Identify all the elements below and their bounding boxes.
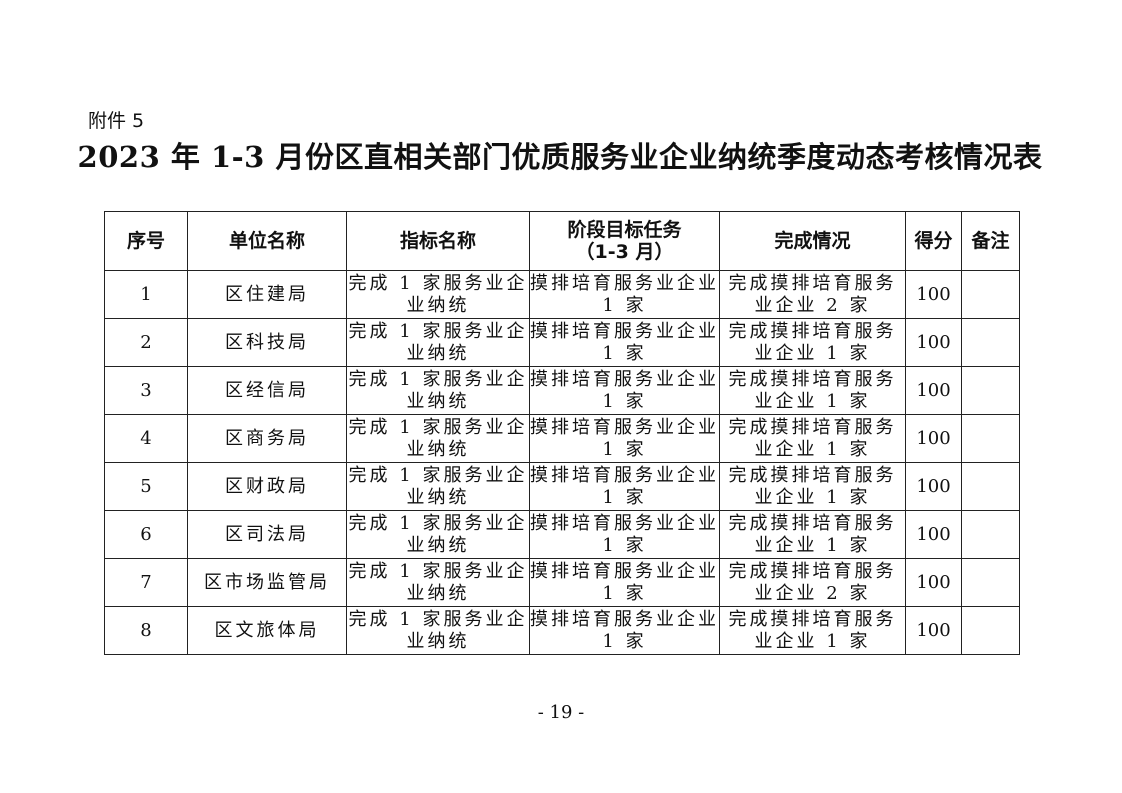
table-row: 4 区商务局 完成 1 家服务业企业纳统 摸排培育服务业企业 1 家 完成摸排培… xyxy=(104,414,1020,463)
cell-seq: 7 xyxy=(104,558,188,607)
cell-score: 100 xyxy=(905,366,962,415)
header-score: 得分 xyxy=(905,211,962,271)
page-title: 2023 年 1-3 月份区直相关部门优质服务业企业纳统季度动态考核情况表 xyxy=(77,140,1043,174)
cell-remark xyxy=(961,510,1020,559)
cell-seq: 1 xyxy=(104,270,188,319)
cell-remark xyxy=(961,558,1020,607)
cell-target: 摸排培育服务业企业 1 家 xyxy=(529,558,720,607)
cell-unit: 区科技局 xyxy=(187,318,347,367)
cell-seq: 3 xyxy=(104,366,188,415)
table-row: 5 区财政局 完成 1 家服务业企业纳统 摸排培育服务业企业 1 家 完成摸排培… xyxy=(104,462,1020,511)
header-seq: 序号 xyxy=(104,211,188,271)
header-remark: 备注 xyxy=(961,211,1020,271)
cell-score: 100 xyxy=(905,270,962,319)
page-number: - 19 - xyxy=(537,702,585,723)
cell-completion: 完成摸排培育服务业企业 1 家 xyxy=(719,366,906,415)
header-indicator: 指标名称 xyxy=(346,211,530,271)
cell-seq: 4 xyxy=(104,414,188,463)
cell-indicator: 完成 1 家服务业企业纳统 xyxy=(346,414,530,463)
cell-score: 100 xyxy=(905,606,962,655)
cell-score: 100 xyxy=(905,462,962,511)
cell-completion: 完成摸排培育服务业企业 2 家 xyxy=(719,270,906,319)
cell-indicator: 完成 1 家服务业企业纳统 xyxy=(346,462,530,511)
cell-completion: 完成摸排培育服务业企业 1 家 xyxy=(719,318,906,367)
cell-unit: 区司法局 xyxy=(187,510,347,559)
cell-remark xyxy=(961,318,1020,367)
cell-remark xyxy=(961,270,1020,319)
cell-seq: 2 xyxy=(104,318,188,367)
cell-indicator: 完成 1 家服务业企业纳统 xyxy=(346,510,530,559)
cell-completion: 完成摸排培育服务业企业 1 家 xyxy=(719,462,906,511)
cell-completion: 完成摸排培育服务业企业 1 家 xyxy=(719,414,906,463)
cell-target: 摸排培育服务业企业 1 家 xyxy=(529,270,720,319)
cell-target: 摸排培育服务业企业 1 家 xyxy=(529,462,720,511)
cell-indicator: 完成 1 家服务业企业纳统 xyxy=(346,366,530,415)
cell-unit: 区市场监管局 xyxy=(187,558,347,607)
header-unit: 单位名称 xyxy=(187,211,347,271)
cell-remark xyxy=(961,606,1020,655)
cell-completion: 完成摸排培育服务业企业 1 家 xyxy=(719,606,906,655)
cell-seq: 6 xyxy=(104,510,188,559)
cell-remark xyxy=(961,414,1020,463)
cell-unit: 区财政局 xyxy=(187,462,347,511)
cell-unit: 区住建局 xyxy=(187,270,347,319)
cell-indicator: 完成 1 家服务业企业纳统 xyxy=(346,606,530,655)
cell-target: 摸排培育服务业企业 1 家 xyxy=(529,606,720,655)
cell-completion: 完成摸排培育服务业企业 2 家 xyxy=(719,558,906,607)
cell-completion: 完成摸排培育服务业企业 1 家 xyxy=(719,510,906,559)
cell-target: 摸排培育服务业企业 1 家 xyxy=(529,318,720,367)
cell-score: 100 xyxy=(905,558,962,607)
header-target-line1: 阶段目标任务 xyxy=(567,219,682,241)
cell-target: 摸排培育服务业企业 1 家 xyxy=(529,366,720,415)
cell-unit: 区经信局 xyxy=(187,366,347,415)
header-completion: 完成情况 xyxy=(719,211,906,271)
cell-unit: 区文旅体局 xyxy=(187,606,347,655)
cell-score: 100 xyxy=(905,414,962,463)
header-target-line2: （1-3 月） xyxy=(575,241,674,263)
cell-remark xyxy=(961,462,1020,511)
cell-seq: 5 xyxy=(104,462,188,511)
cell-unit: 区商务局 xyxy=(187,414,347,463)
table-row: 2 区科技局 完成 1 家服务业企业纳统 摸排培育服务业企业 1 家 完成摸排培… xyxy=(104,318,1020,367)
cell-indicator: 完成 1 家服务业企业纳统 xyxy=(346,558,530,607)
assessment-table: 序号 单位名称 指标名称 阶段目标任务 （1-3 月） 完成情况 得分 备注 1… xyxy=(104,211,1020,655)
header-target: 阶段目标任务 （1-3 月） xyxy=(529,211,720,271)
table-row: 1 区住建局 完成 1 家服务业企业纳统 摸排培育服务业企业 1 家 完成摸排培… xyxy=(104,270,1020,319)
cell-target: 摸排培育服务业企业 1 家 xyxy=(529,414,720,463)
table-row: 7 区市场监管局 完成 1 家服务业企业纳统 摸排培育服务业企业 1 家 完成摸… xyxy=(104,558,1020,607)
cell-score: 100 xyxy=(905,318,962,367)
cell-indicator: 完成 1 家服务业企业纳统 xyxy=(346,270,530,319)
cell-remark xyxy=(961,366,1020,415)
cell-indicator: 完成 1 家服务业企业纳统 xyxy=(346,318,530,367)
cell-score: 100 xyxy=(905,510,962,559)
cell-target: 摸排培育服务业企业 1 家 xyxy=(529,510,720,559)
table-header-row: 序号 单位名称 指标名称 阶段目标任务 （1-3 月） 完成情况 得分 备注 xyxy=(104,211,1020,271)
table-row: 3 区经信局 完成 1 家服务业企业纳统 摸排培育服务业企业 1 家 完成摸排培… xyxy=(104,366,1020,415)
table-row: 6 区司法局 完成 1 家服务业企业纳统 摸排培育服务业企业 1 家 完成摸排培… xyxy=(104,510,1020,559)
attachment-label: 附件 5 xyxy=(88,110,145,132)
cell-seq: 8 xyxy=(104,606,188,655)
table-row: 8 区文旅体局 完成 1 家服务业企业纳统 摸排培育服务业企业 1 家 完成摸排… xyxy=(104,606,1020,655)
